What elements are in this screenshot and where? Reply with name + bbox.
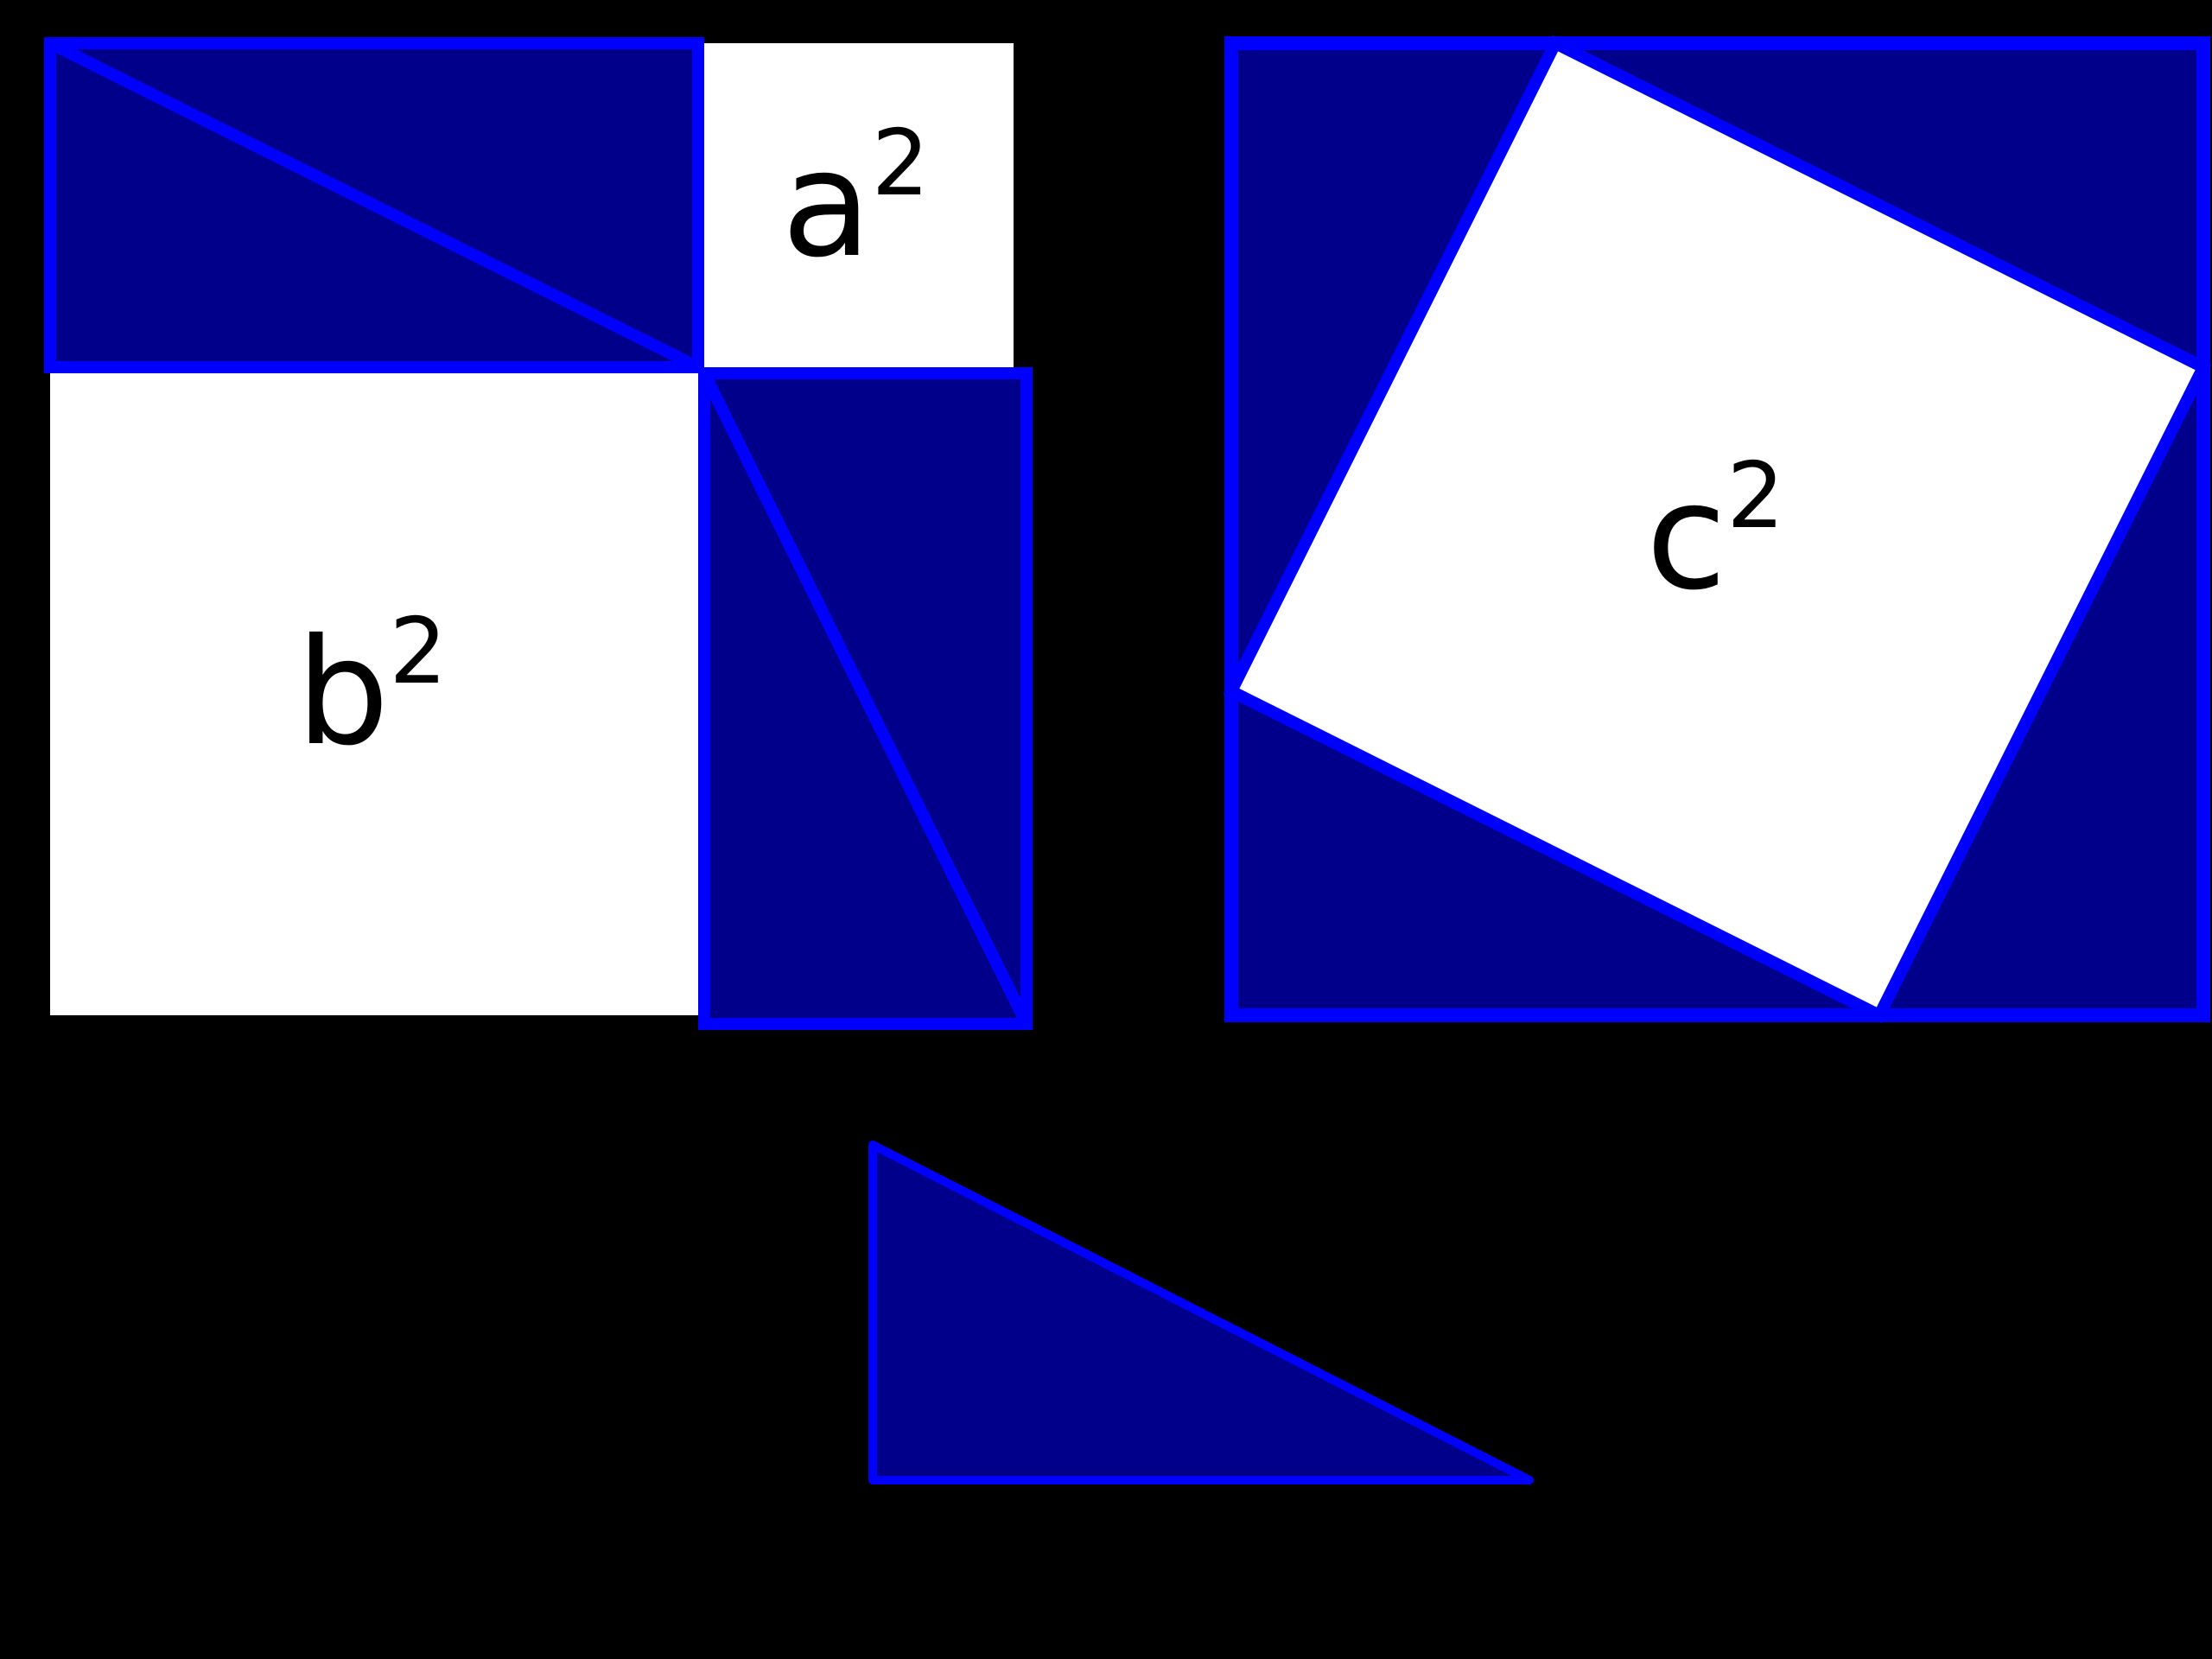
- square-c2: [1223, 35, 2212, 1024]
- label-b-exponent: 2: [390, 599, 448, 704]
- label-c-exponent: 2: [1726, 443, 1784, 549]
- label-c-squared: c2: [1646, 443, 1784, 623]
- label-a-exponent: 2: [872, 111, 930, 216]
- rect-ab-right-diagonal: [698, 367, 1033, 1030]
- label-c-base: c: [1646, 452, 1726, 623]
- square-b2: [50, 367, 698, 1015]
- label-b-squared: b2: [296, 599, 448, 779]
- left-figure: a2 b2: [44, 37, 1033, 1030]
- label-b-base: b: [296, 607, 390, 779]
- label-a-base: a: [782, 119, 872, 290]
- label-a-squared: a2: [782, 111, 930, 290]
- square-a2: [698, 43, 1014, 367]
- rect-ab-top-diagonal: [44, 37, 704, 373]
- right-triangle: [868, 1141, 1534, 1484]
- right-figure: c2: [1223, 35, 2212, 1024]
